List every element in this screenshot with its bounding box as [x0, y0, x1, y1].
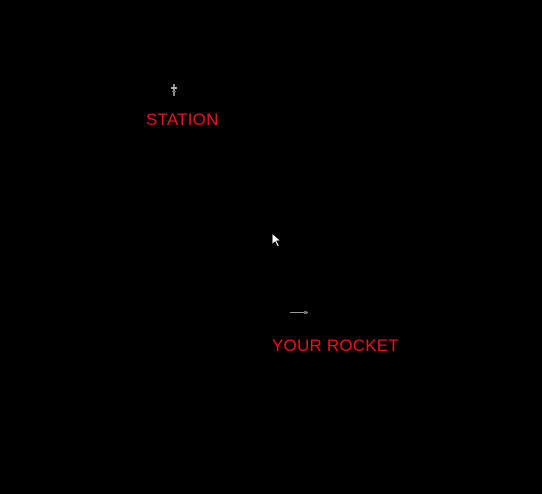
station-label: STATION	[146, 110, 219, 129]
rocket-label: YOUR ROCKET	[272, 336, 399, 355]
rocket-icon	[290, 311, 308, 314]
mouse-pointer-icon	[271, 232, 283, 248]
space-station-icon	[171, 84, 177, 96]
